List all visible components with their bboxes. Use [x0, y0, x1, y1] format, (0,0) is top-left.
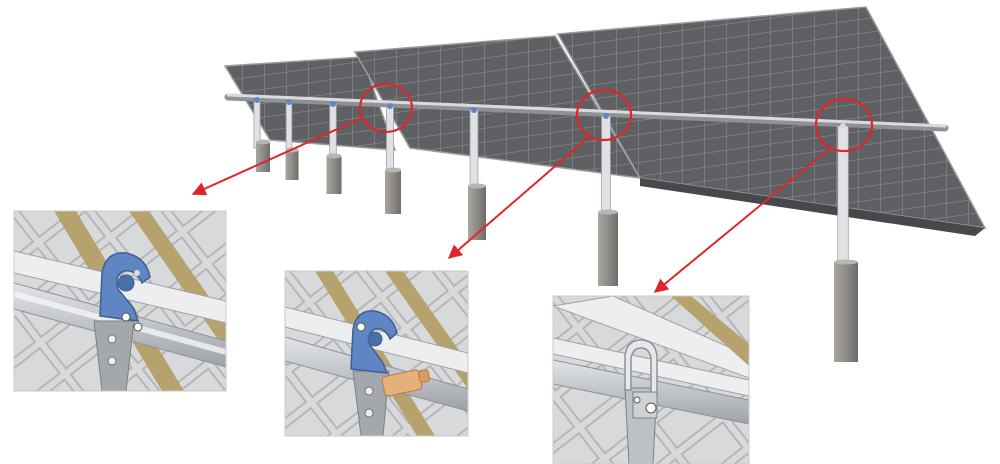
detail-view-2 — [284, 270, 469, 437]
bearing-node — [603, 113, 609, 119]
ground-pile — [385, 170, 401, 214]
callout-arrow-2 — [447, 135, 591, 259]
bearing-node — [471, 107, 477, 113]
bearing-node — [387, 103, 393, 109]
support-post — [469, 109, 479, 193]
bearing-node — [286, 99, 292, 105]
callout-circle-3 — [814, 97, 874, 153]
bearing-node — [254, 97, 260, 103]
ground-pile — [256, 142, 270, 172]
pile-top — [598, 209, 618, 215]
callout-arrows — [191, 117, 831, 293]
ground-pile — [834, 262, 858, 362]
ground-pile — [285, 150, 299, 180]
detail-view-1 — [13, 210, 227, 392]
ground-pile — [598, 212, 618, 286]
pile-top — [256, 139, 270, 145]
detail-view-3 — [552, 295, 750, 464]
pile-top — [385, 167, 401, 173]
callout-arrow-1 — [191, 117, 363, 196]
support-post — [601, 115, 611, 219]
callout-circle-1 — [358, 82, 414, 134]
pile-top — [468, 183, 486, 189]
torque-tube — [224, 93, 949, 132]
pile-top — [834, 259, 858, 265]
panel-lower-edge — [640, 178, 985, 236]
support-post — [837, 125, 849, 269]
support-post — [386, 105, 394, 177]
damper-orange — [381, 369, 431, 397]
bearing-node — [840, 123, 846, 129]
bearing-node — [330, 101, 336, 107]
ground-pile — [468, 186, 486, 240]
callout-arrow-3 — [653, 147, 831, 293]
callout-circle-2 — [575, 88, 633, 142]
bearing-bracket-blue — [99, 252, 151, 322]
pile-top — [326, 153, 342, 159]
ground-pile — [326, 156, 342, 194]
callout-circles — [358, 82, 874, 153]
